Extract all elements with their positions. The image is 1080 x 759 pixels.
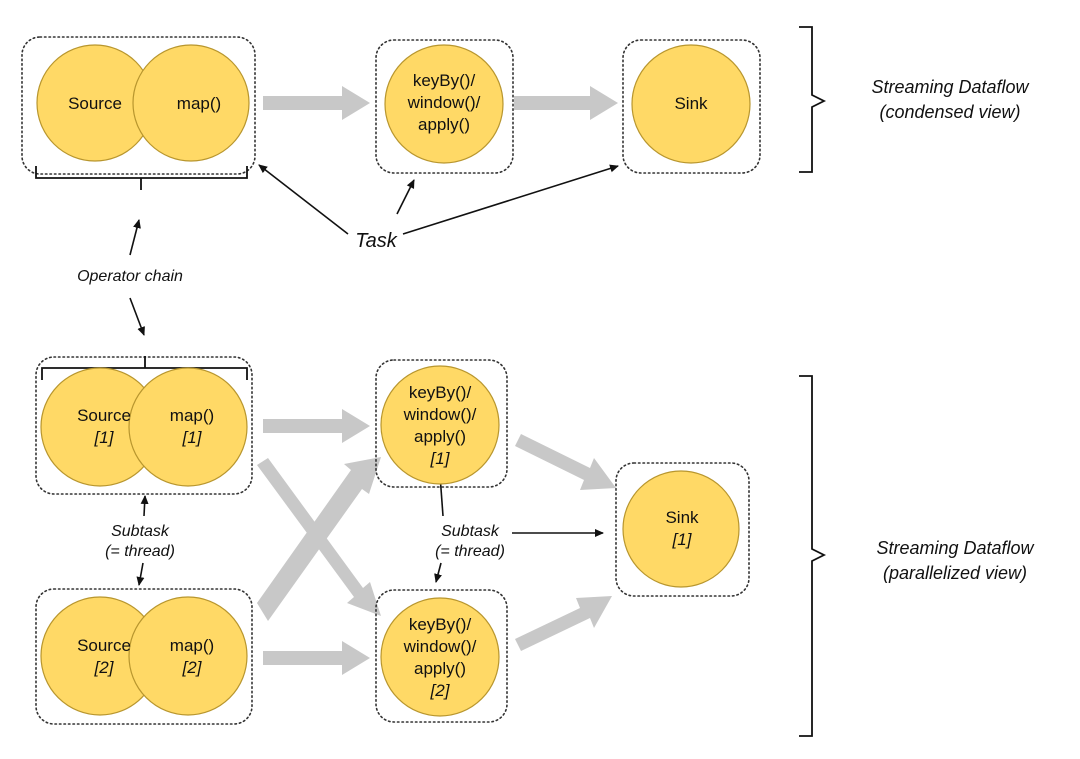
map-2-index: [2]: [182, 658, 203, 677]
flow-arrow-source1-keyby2: [257, 458, 381, 616]
operator-chain-pointer-down: [129, 297, 145, 336]
sink-label: Sink: [674, 94, 708, 113]
operator-chain-pointer-up: [129, 219, 141, 256]
condensed-side-label-line-2: (condensed view): [879, 102, 1020, 122]
map-label: map(): [177, 94, 221, 113]
map-1-node: [128, 367, 248, 487]
parallel-side-label-line-1: Streaming Dataflow: [876, 538, 1034, 558]
map-2-node: [128, 596, 248, 716]
sink-1-node: [622, 470, 740, 588]
map-1-index: [1]: [182, 428, 203, 447]
task-box-keyby: [375, 39, 514, 174]
subtask-box-keyby-1: [375, 359, 508, 488]
keyby-1-node: [380, 365, 500, 485]
subtask-annotation-left-line-2: (= thread): [105, 543, 175, 560]
map-1-label: map(): [170, 406, 214, 425]
task-box-source-map: [21, 36, 256, 175]
subtask-right-pointer-down: [434, 562, 442, 583]
sink-node: [631, 44, 751, 164]
keyby-2-label-line-3: apply(): [414, 659, 466, 678]
keyby-2-label-line-2: window()/: [403, 637, 477, 656]
annotations: Task Operator chain Subtask (= thread) S…: [77, 164, 619, 586]
flow-arrow-source2-keyby2: [263, 641, 370, 675]
task-pointer-sink: [402, 164, 619, 235]
parallel-side-label-line-2: (parallelized view): [883, 563, 1027, 583]
flow-arrow-keyby-sink: [514, 86, 618, 120]
map-2-label: map(): [170, 636, 214, 655]
task-annotation: Task: [355, 230, 398, 252]
condensed-view-brace: [799, 26, 827, 173]
keyby-label-line-1: keyBy()/: [413, 71, 476, 90]
source-2-label: Source: [77, 636, 131, 655]
subtask-annotation-left-line-1: Subtask: [111, 523, 170, 540]
condensed-side-label-line-1: Streaming Dataflow: [871, 77, 1029, 97]
keyby-2-index: [2]: [430, 681, 451, 700]
flow-arrow-keyby2-sink: [515, 596, 612, 651]
keyby-label-line-2: window()/: [407, 93, 481, 112]
task-pointer-source-map: [258, 164, 349, 235]
keyby-1-label-line-3: apply(): [414, 427, 466, 446]
flow-arrow-source1-keyby1: [263, 409, 370, 443]
flow-arrow-source-keyby: [263, 86, 370, 120]
source-1-index: [1]: [94, 428, 115, 447]
subtask-box-source-map-2: [35, 588, 253, 725]
source-1-label: Source: [77, 406, 131, 425]
source-label: Source: [68, 94, 122, 113]
parallelized-view-brace: [799, 375, 827, 737]
task-pointer-keyby: [396, 179, 415, 215]
condensed-view: Source map() keyBy()/ window()/ apply() …: [21, 26, 1030, 190]
subtask-left-pointer-down: [136, 562, 145, 586]
subtask-box-sink-1: [615, 462, 750, 597]
sink-1-index: [1]: [672, 530, 693, 549]
sink-1-label: Sink: [665, 508, 699, 527]
source-2-index: [2]: [94, 658, 115, 677]
keyby-label-line-3: apply(): [418, 115, 470, 134]
subtask-annotation-right-line-1: Subtask: [441, 523, 500, 540]
parallelized-view: Source [1] map() [1] keyBy()/ window()/ …: [35, 356, 1035, 737]
operator-chain-brace-bottom: [41, 356, 248, 380]
operator-chain-annotation: Operator chain: [77, 268, 183, 285]
subtask-annotation-right-line-2: (= thread): [435, 543, 505, 560]
keyby-node: [384, 44, 504, 164]
keyby-1-label-line-1: keyBy()/: [409, 383, 472, 402]
subtask-left-pointer-up: [140, 495, 149, 517]
operator-chain-brace-top: [35, 166, 248, 190]
keyby-1-label-line-2: window()/: [403, 405, 477, 424]
keyby-2-node: [380, 597, 500, 717]
map-node: [132, 44, 250, 162]
subtask-box-source-map-1: [35, 356, 253, 495]
keyby-2-label-line-1: keyBy()/: [409, 615, 472, 634]
flow-arrow-keyby1-sink: [515, 434, 616, 490]
task-box-sink: [622, 39, 761, 174]
subtask-box-keyby-2: [375, 589, 508, 723]
keyby-1-index: [1]: [430, 449, 451, 468]
